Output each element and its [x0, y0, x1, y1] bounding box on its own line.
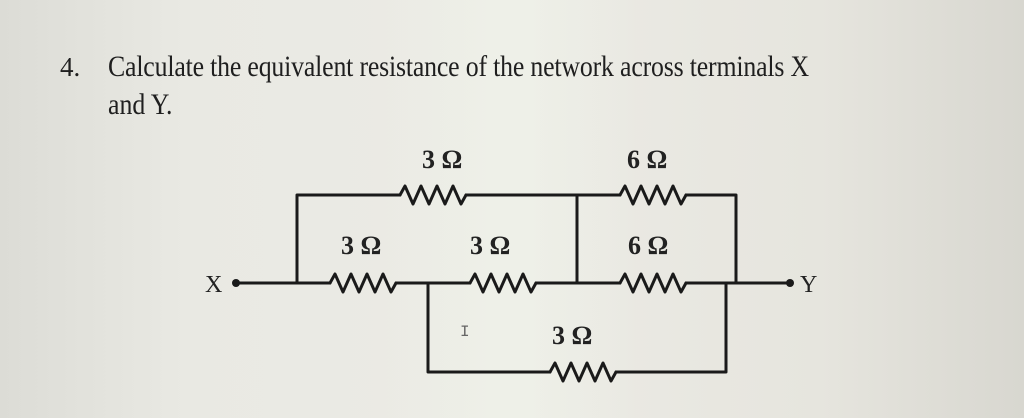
resistor-bottom: [548, 361, 618, 383]
terminal-y-label: Y: [800, 272, 817, 298]
question-text-line1: Calculate the equivalent resistance of t…: [108, 50, 809, 83]
terminal-x-dot: [232, 279, 240, 287]
resistor-top-left: [398, 184, 468, 206]
label-mid-right: 6 Ω: [628, 231, 668, 260]
resistor-mid-right: [618, 272, 688, 294]
wire-top-right: [684, 193, 738, 285]
label-bottom: 3 Ω: [552, 321, 592, 350]
label-top-left: 3 Ω: [422, 145, 462, 174]
terminal-y-dot: [786, 279, 794, 287]
question-text-line2: and Y.: [108, 88, 173, 121]
resistor-top-right: [618, 184, 688, 206]
wire-bottom-right: [614, 281, 728, 374]
wire-bottom-left: [426, 281, 552, 374]
resistor-mid-left: [328, 272, 398, 294]
wire-top-left: [295, 193, 402, 285]
resistor-mid-center: [468, 272, 538, 294]
label-mid-left: 3 Ω: [341, 231, 381, 260]
label-top-right: 6 Ω: [627, 145, 667, 174]
terminal-x-label: X: [205, 272, 222, 298]
text-cursor-icon: I: [460, 323, 470, 341]
label-mid-center: 3 Ω: [470, 231, 510, 260]
question-number: 4.: [60, 52, 81, 82]
